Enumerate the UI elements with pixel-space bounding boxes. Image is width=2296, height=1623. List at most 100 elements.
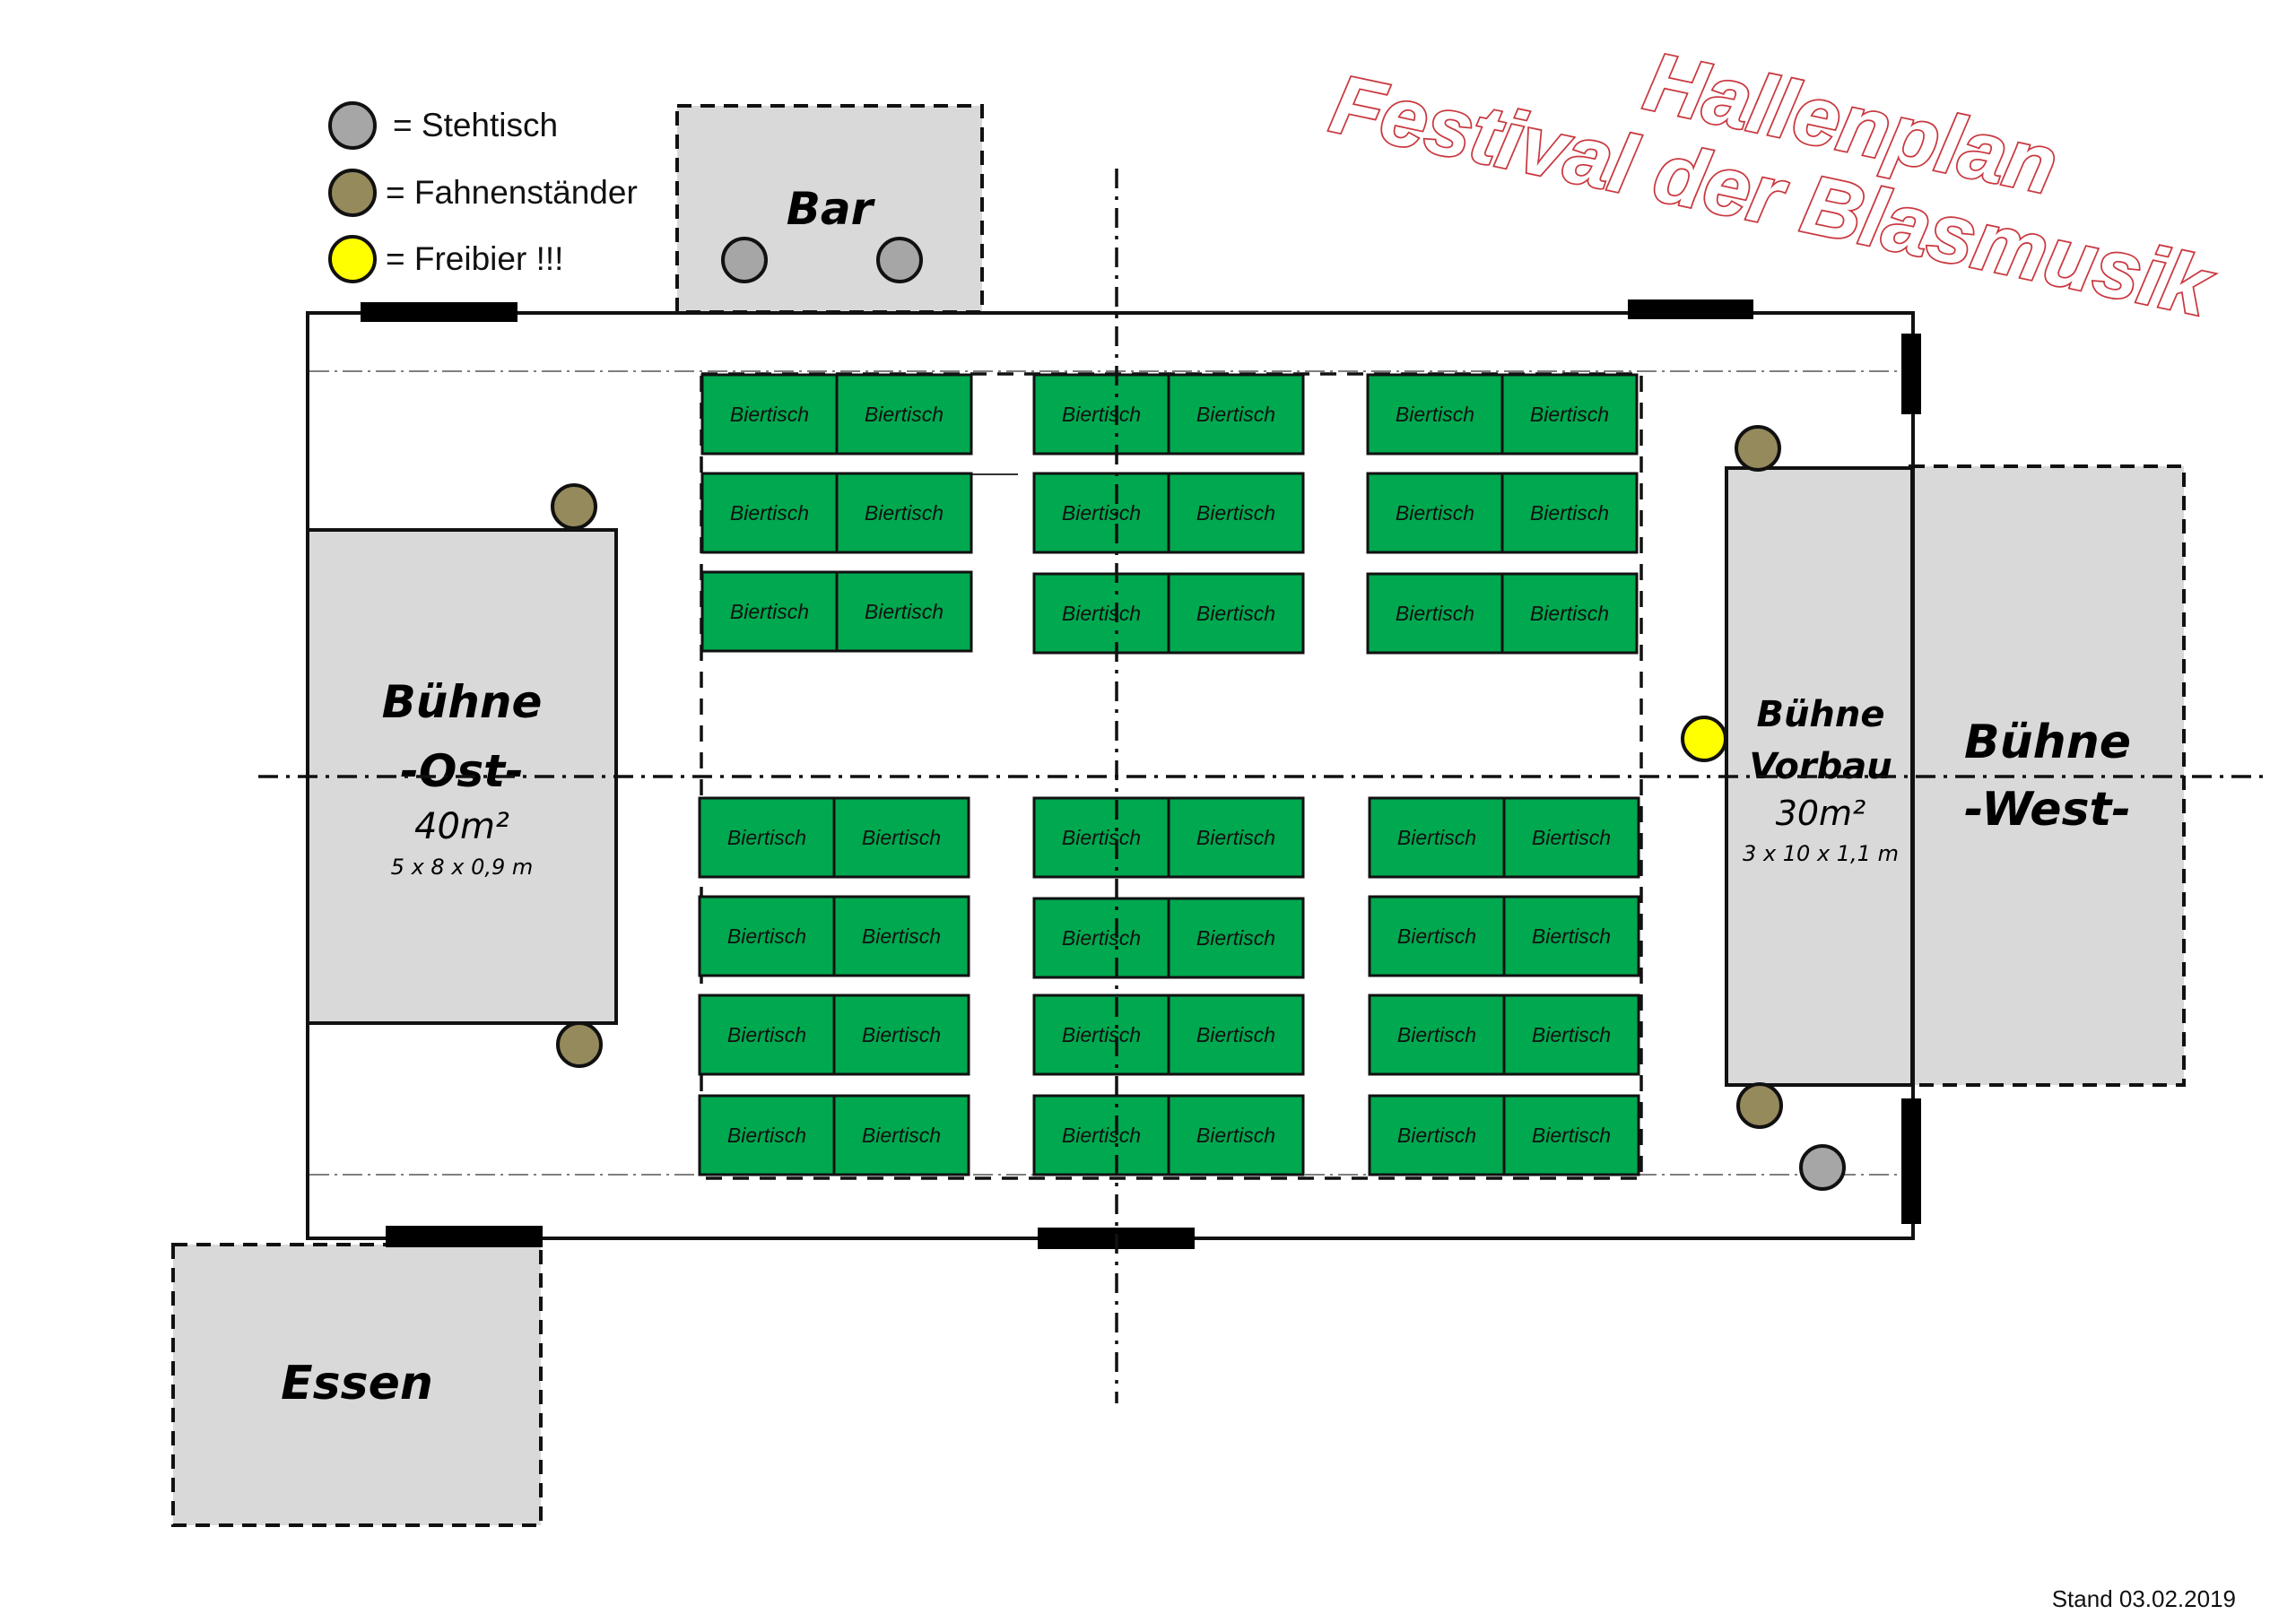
buehne-vorbau-area-size: 30m² [1776,794,1866,833]
biertisch: Biertisch [1167,472,1305,554]
biertisch-label: Biertisch [1532,924,1611,948]
biertisch-label: Biertisch [730,403,809,426]
biertisch: Biertisch [835,570,973,653]
biertisch-label: Biertisch [730,501,809,525]
buehne-ost-area-size: 40m² [414,806,509,847]
biertisch: Biertisch [832,994,970,1076]
biertisch: Biertisch [1368,994,1506,1076]
buehne-vorbau-dimensions: 3 x 10 x 1,1 m [1743,841,1899,866]
biertisch-label: Biertisch [1062,1023,1141,1046]
biertisch-label: Biertisch [1062,501,1141,525]
biertisch-label: Biertisch [1530,602,1609,625]
biertisch-label: Biertisch [1062,602,1141,625]
biertisch: Biertisch [1032,472,1170,554]
biertisch: Biertisch [1032,572,1170,655]
bar-label: Bar [787,183,876,235]
biertisch: Biertisch [1167,994,1305,1076]
biertisch-label: Biertisch [1062,826,1141,849]
biertisch: Biertisch [1500,572,1639,655]
biertisch-label: Biertisch [1396,602,1474,625]
biertisch: Biertisch [1167,796,1305,879]
biertisch-label: Biertisch [1397,826,1476,849]
legend-stehtisch-label: = Stehtisch [393,107,558,143]
biertisch: Biertisch [1032,373,1170,456]
biertisch: Biertisch [698,1094,836,1176]
legend-fahnenstaender-label: = Fahnenständer [386,174,638,211]
door [361,302,517,322]
biertisch-label: Biertisch [862,1023,941,1046]
door [1901,334,1921,414]
biertisch-label: Biertisch [1062,403,1141,426]
biertisch: Biertisch [1032,994,1170,1076]
biertisch: Biertisch [1167,572,1305,655]
markers [551,425,1846,1191]
bar-area: Bar [675,104,984,314]
biertisch-label: Biertisch [727,826,806,849]
biertisch-label: Biertisch [1397,924,1476,948]
biertisch-label: Biertisch [1396,403,1474,426]
legend: = Stehtisch = Fahnenständer = Freibier !… [328,101,638,283]
biertisch: Biertisch [1167,897,1305,979]
legend-stehtisch-icon [328,101,377,150]
biertisch-label: Biertisch [1532,826,1611,849]
stehtisch-icon [721,237,768,283]
fahnenstaender-icon [556,1021,603,1068]
biertisch-label: Biertisch [1196,501,1275,525]
buehne-west-label-1: Bühne [1964,716,2131,769]
fahnenstaender-icon [1736,1082,1783,1129]
biertisch: Biertisch [698,895,836,977]
biertisch-label: Biertisch [1530,501,1609,525]
biertisch: Biertisch [832,895,970,977]
biertisch: Biertisch [1368,1094,1506,1176]
biertisch-label: Biertisch [862,924,941,948]
door [1901,1098,1921,1224]
biertisch-label: Biertisch [862,826,941,849]
biertisch-label: Biertisch [1532,1023,1611,1046]
fahnenstaender-icon [551,483,597,530]
biertisch-label: Biertisch [1196,403,1275,426]
door [386,1226,543,1247]
biertisch-label: Biertisch [865,403,944,426]
freibier-icon [1681,716,1727,762]
biertisch-label: Biertisch [862,1124,941,1147]
biertisch-label: Biertisch [1196,1023,1275,1046]
doors [361,299,1921,1249]
biertisch: Biertisch [1032,897,1170,979]
title: Hallenplan Festival der Blasmusik [1322,34,2222,335]
biertisch: Biertisch [700,472,839,554]
biertisch: Biertisch [1032,1094,1170,1176]
biertisch: Biertisch [1167,1094,1305,1176]
legend-freibier-label: = Freibier !!! [386,240,563,277]
biertisch: Biertisch [832,1094,970,1176]
biertisch: Biertisch [835,472,973,554]
biertisch: Biertisch [1366,373,1504,456]
buehne-ost-label-2: -Ost- [400,745,524,797]
buehne-ost-label-1: Bühne [382,676,543,728]
biertisch-label: Biertisch [1196,602,1275,625]
biertisch: Biertisch [1500,472,1639,554]
biertisch-label: Biertisch [865,501,944,525]
axis-lines [258,169,2265,1403]
biertisch: Biertisch [1502,1094,1640,1176]
biertisch: Biertisch [698,994,836,1076]
biertisch: Biertisch [835,373,973,456]
buehne-ost-dimensions: 5 x 8 x 0,9 m [391,855,534,880]
biertisch: Biertisch [1502,994,1640,1076]
fahnenstaender-icon [1735,425,1781,472]
biertisch-label: Biertisch [727,1124,806,1147]
stehtisch-icon [876,237,923,283]
biertisch: Biertisch [1500,373,1639,456]
biertisch: Biertisch [698,796,836,879]
buehne-vorbau-label-2: Vorbau [1749,746,1892,787]
legend-fahnenstaender-icon [328,169,377,217]
biertisch-label: Biertisch [1532,1124,1611,1147]
stehtisch-icon [1799,1144,1846,1191]
biertisch: Biertisch [1368,796,1506,879]
biertisch-label: Biertisch [1196,926,1275,950]
biertisch-label: Biertisch [1196,826,1275,849]
biertisch: Biertisch [1167,373,1305,456]
biertisch-label: Biertisch [727,924,806,948]
biertisch-label: Biertisch [1396,501,1474,525]
biertisch: Biertisch [1366,472,1504,554]
